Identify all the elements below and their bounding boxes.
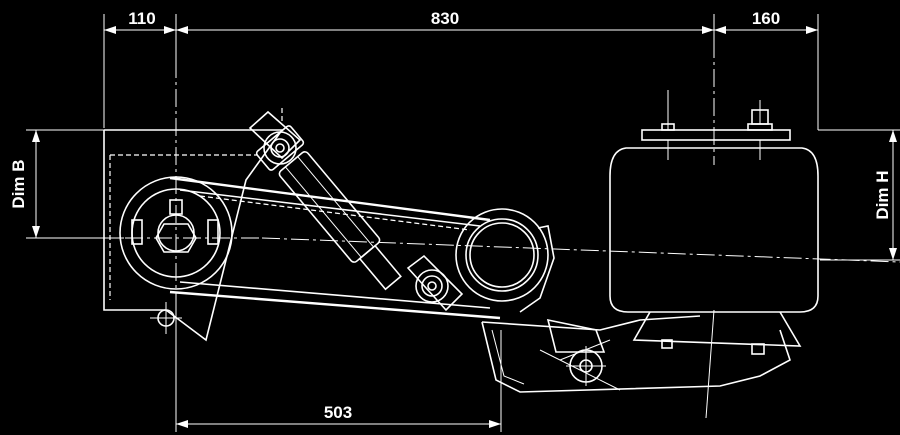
dim-503-label: 503 <box>324 403 352 422</box>
axle-tube <box>455 208 555 313</box>
air-spring <box>609 90 819 355</box>
dim-830-label: 830 <box>431 9 459 28</box>
dimension-lines <box>26 14 900 432</box>
dim-h-label: Dim H <box>873 170 892 219</box>
dim-110-label: 110 <box>128 9 155 28</box>
center-lines <box>96 40 900 419</box>
dim-160-label: 160 <box>752 9 780 28</box>
dim-b-label: Dim B <box>9 159 28 208</box>
lower-beam <box>481 315 791 393</box>
shock-absorber <box>248 108 464 312</box>
trailing-arm <box>169 176 501 320</box>
hanger-bracket <box>103 129 284 342</box>
